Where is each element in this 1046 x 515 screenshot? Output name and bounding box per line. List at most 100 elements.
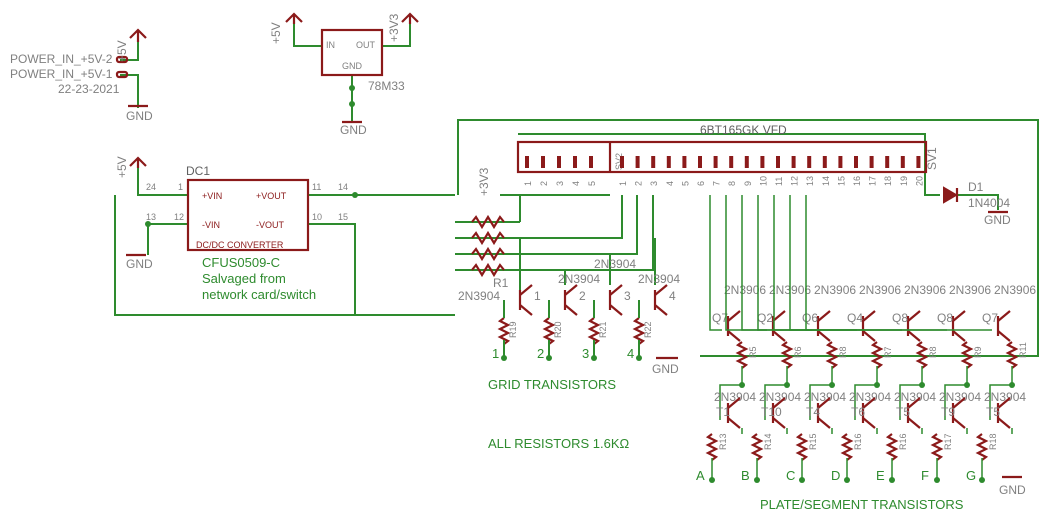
plate-bottom-resistor — [750, 433, 764, 461]
plate-npn-part: 2N3904 — [939, 390, 981, 404]
plate-npn-part: 2N3904 — [894, 390, 936, 404]
plate-npn-ref: T6 — [851, 405, 865, 419]
plate-pnp-icon — [952, 310, 966, 342]
dcdc-block: DC1 +VIN +VOUT -VIN -VOUT DC/DC CONVERTE… — [114, 156, 455, 316]
plate-top-resistor-label: R8 — [928, 346, 938, 358]
plate-top-resistor-label: R5 — [748, 346, 758, 358]
dcdc-vout-plus: +VOUT — [256, 191, 287, 201]
plate-top-resistor-label: R7 — [883, 346, 893, 358]
plate-pnp-part: 2N3906 — [814, 283, 856, 297]
regulator-gnd-label: GND — [342, 61, 363, 71]
plate-top-resistor-label: R9 — [973, 346, 983, 358]
grid-transistor-icon — [564, 284, 578, 316]
dcdc-body — [186, 178, 310, 252]
vfd-sv2-label: SV2 — [614, 153, 624, 170]
all-resistors-note: ALL RESISTORS 1.6KΩ — [488, 436, 630, 451]
plate-output-label: E — [876, 468, 885, 483]
junction-dot — [1009, 382, 1015, 388]
sv1-pin-number: 19 — [899, 176, 909, 186]
plate-bottom-resistor-label: R16 — [853, 433, 863, 450]
junction-dot — [874, 382, 880, 388]
sv1-pin-number: 20 — [914, 176, 924, 186]
sv1-pin-number: 12 — [790, 176, 800, 186]
grid-base-resistor-label: R21 — [598, 321, 608, 338]
dcdc-ref: DC1 — [186, 164, 210, 178]
vfd-sv1-label: SV1 — [925, 147, 939, 170]
sv2-pin-number: 2 — [539, 181, 549, 186]
junction-dot — [546, 355, 552, 361]
plate-bottom-resistor — [840, 433, 854, 461]
plate-pnp-ref: Q8 — [937, 311, 953, 325]
plate-npn-icon — [727, 397, 741, 429]
grid-base-resistor-label: R19 — [508, 321, 518, 338]
grid-base-resistor-label: R20 — [553, 321, 563, 338]
dcdc-supply: +5V — [115, 156, 129, 178]
plate-top-resistor — [735, 341, 749, 369]
sv1-pin-number: 6 — [696, 181, 706, 186]
diode-icon — [943, 186, 958, 204]
plate-pnp-icon — [817, 310, 831, 342]
grid-output-label: 1 — [492, 346, 499, 361]
plate-pnp-icon — [772, 310, 786, 342]
resistor-r1 — [471, 214, 505, 230]
plate-pnp-ref: Q6 — [802, 311, 818, 325]
junction-dot — [709, 477, 715, 483]
power-in-label-1: POWER_IN_+5V-2 — [10, 52, 113, 66]
grid-base-resistor-label: R22 — [643, 321, 653, 338]
plate-npn-part: 2N3904 — [984, 390, 1026, 404]
diode-part: 1N4004 — [968, 196, 1010, 210]
junction-dot — [349, 85, 355, 91]
sv1-pin-number: 18 — [883, 176, 893, 186]
dcdc-pin-label: 13 — [146, 212, 156, 222]
connector-pin-icon — [115, 70, 129, 79]
supply-arrow-icon — [129, 28, 147, 42]
sv1-pin-number: 14 — [821, 176, 831, 186]
junction-dot — [784, 382, 790, 388]
plate-pnp-part: 2N3906 — [994, 283, 1036, 297]
power-in-gnd-label: GND — [126, 109, 153, 123]
sv2-pin-number: 1 — [523, 181, 533, 186]
plate-npn-ref: T1 — [716, 405, 730, 419]
plate-bottom-resistor — [795, 433, 809, 461]
plate-npn-ref: T10 — [761, 405, 782, 419]
plate-pnp-ref: Q2 — [757, 311, 773, 325]
junction-dot — [739, 382, 745, 388]
regulator-out-supply: +3V3 — [387, 13, 401, 42]
dcdc-note-2: network card/switch — [202, 287, 316, 302]
plate-output-label: D — [831, 468, 840, 483]
dcdc-pin-label: 11 — [312, 182, 321, 192]
grid-transistor-number: 2 — [579, 289, 586, 303]
plate-pnp-part: 2N3906 — [859, 283, 901, 297]
sv1-pin — [651, 156, 656, 168]
sv2-pin — [541, 156, 545, 168]
sv1-pin-number: 3 — [649, 181, 659, 186]
grid-transistor-part: 2N3904 — [458, 289, 500, 303]
plate-bottom-resistor-label: R13 — [718, 433, 728, 450]
dcdc-pin-label: 10 — [312, 212, 322, 222]
plate-bottom-resistor — [930, 433, 944, 461]
sv2-pin — [557, 156, 561, 168]
sv1-pin-number: 1 — [618, 181, 628, 186]
sv1-pin-number: 13 — [805, 176, 815, 186]
grid-transistor-part: 2N3904 — [594, 257, 636, 271]
plate-gnd: GND — [999, 483, 1026, 497]
sv1-pin — [916, 156, 921, 168]
regulator-body — [320, 28, 384, 77]
sv2-pin-number: 5 — [587, 181, 597, 186]
junction-dot — [591, 355, 597, 361]
plate-pnp-ref: Q4 — [847, 311, 863, 325]
grid-caption: GRID TRANSISTORS — [488, 377, 616, 392]
sv1-pin-number: 7 — [712, 181, 722, 186]
regulator-in-label: IN — [326, 40, 335, 50]
sv1-pin-number: 5 — [680, 181, 690, 186]
sv1-pin — [713, 156, 718, 168]
plate-pnp-icon — [727, 310, 741, 342]
junction-dot — [964, 382, 970, 388]
junction-dot — [754, 477, 760, 483]
plate-npn-icon — [997, 397, 1011, 429]
junction-dot — [352, 192, 358, 198]
sv1-pin — [744, 156, 749, 168]
plate-pnp-ref: Q8 — [892, 311, 908, 325]
